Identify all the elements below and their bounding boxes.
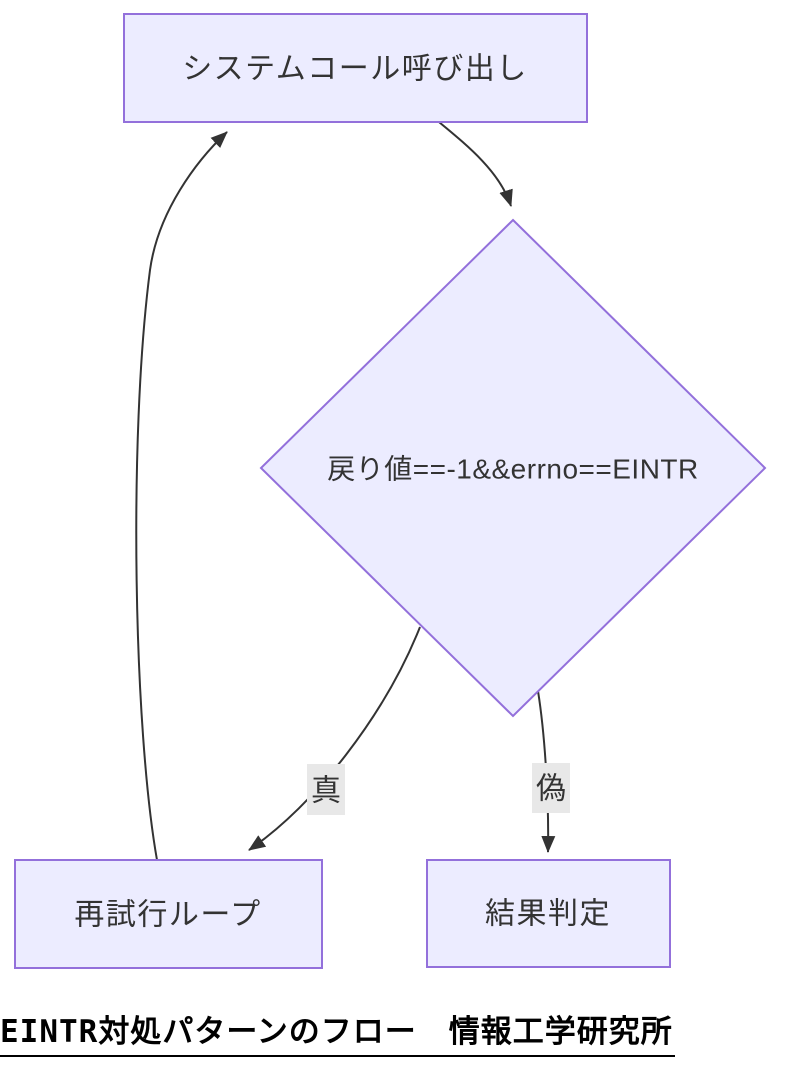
edge-label-false-text: 偽	[536, 773, 566, 806]
node-result-judge-label: 結果判定	[485, 898, 611, 931]
node-eintr-check-diamond	[259, 218, 767, 718]
node-retry-loop-label: 再試行ループ	[74, 899, 261, 932]
diagram-caption-text: EINTR対処パターンのフロー 情報工学研究所	[0, 1006, 675, 1057]
edge-label-true: 真	[307, 764, 345, 815]
node-retry-loop: 再試行ループ	[14, 859, 323, 969]
node-result-judge: 結果判定	[426, 859, 671, 968]
node-eintr-check-label: 戻り値==-1&&errno==EINTR	[327, 454, 699, 485]
node-system-call-box	[123, 13, 588, 123]
edge-system-call-to-check	[438, 121, 513, 207]
node-result-judge-box	[426, 859, 671, 968]
node-eintr-check: 戻り値==-1&&errno==EINTR	[259, 218, 767, 718]
node-system-call: システムコール呼び出し	[123, 13, 588, 123]
edge-check-to-retry-true	[248, 626, 421, 851]
node-system-call-label: システムコール呼び出し	[182, 53, 528, 86]
edge-retry-loop-back-to-system-call	[135, 131, 228, 861]
diagram-caption: EINTR対処パターンのフロー 情報工学研究所	[0, 1006, 675, 1057]
edge-label-false-bg	[532, 763, 570, 813]
node-retry-loop-box	[14, 859, 323, 969]
edge-label-true-bg	[307, 764, 345, 815]
edge-label-true-text: 真	[311, 775, 341, 808]
edge-label-false: 偽	[532, 763, 570, 813]
